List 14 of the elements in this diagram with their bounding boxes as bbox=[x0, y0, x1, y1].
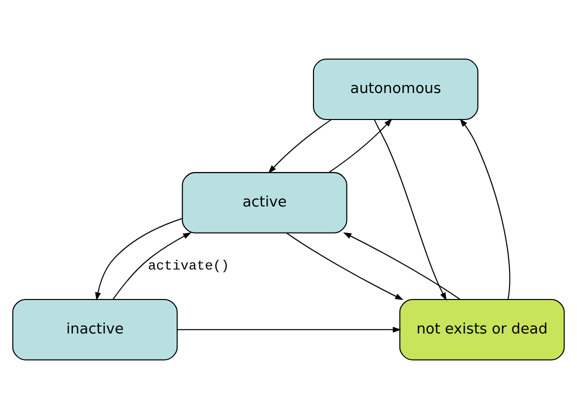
arrow bbox=[286, 232, 404, 300]
edge-label: activate() bbox=[148, 259, 230, 274]
arrow bbox=[460, 118, 510, 299]
arrow bbox=[177, 326, 402, 332]
arrow bbox=[268, 118, 332, 173]
arrow bbox=[374, 119, 447, 300]
arrow bbox=[112, 232, 192, 300]
node-box: not exists or dead bbox=[399, 298, 565, 360]
arrow bbox=[328, 118, 392, 172]
arrow bbox=[95, 217, 182, 300]
node-box: active bbox=[182, 172, 348, 233]
arrow bbox=[343, 232, 460, 300]
node-box: autonomous bbox=[312, 58, 478, 120]
node-box: inactive bbox=[12, 298, 178, 360]
